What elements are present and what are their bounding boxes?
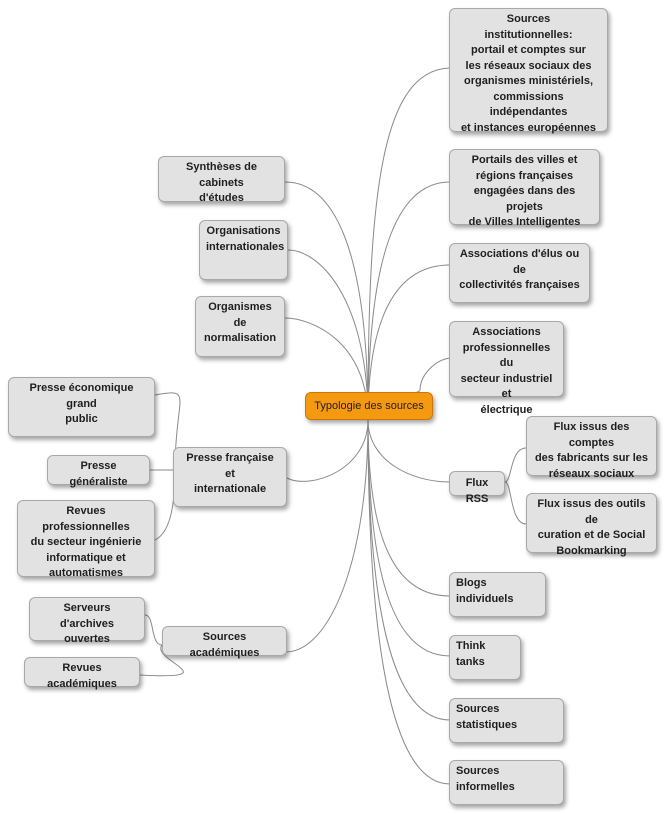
node-sources-academiques[interactable]: Sources académiques: [162, 626, 287, 659]
edge-presse-francaise: [286, 419, 369, 482]
edge-sources-institutionnelles: [367, 67, 451, 421]
node-presse-generaliste[interactable]: Presse généraliste: [47, 455, 150, 488]
node-sources-statistiques[interactable]: Sources statistiques: [449, 698, 564, 743]
node-flux-fabricants[interactable]: Flux issus des comptes des fabricants su…: [526, 416, 657, 480]
edge-revues-professionnelles: [154, 469, 176, 541]
node-associations-elus[interactable]: Associations d'élus ou de collectivités …: [449, 243, 590, 303]
edge-associations-elus: [367, 264, 451, 421]
node-serveurs-archives[interactable]: Serveurs d'archives ouvertes: [29, 597, 145, 645]
node-think-tanks[interactable]: Think tanks: [449, 635, 521, 680]
node-organisations-internationales[interactable]: Organisations internationales: [199, 220, 288, 280]
node-sources-institutionnelles[interactable]: Sources institutionnelles: portail et co…: [449, 8, 608, 134]
edge-portails-villes: [367, 181, 451, 421]
node-presse-francaise[interactable]: Presse française et internationale: [173, 447, 287, 507]
edge-organisations-internationales: [287, 249, 369, 421]
edge-blogs: [367, 419, 451, 597]
edge-serveurs-archives: [144, 614, 163, 646]
node-blogs-individuels[interactable]: Blogs individuels: [449, 572, 546, 617]
node-associations-professionnelles[interactable]: Associations professionnelles du secteur…: [449, 321, 564, 416]
node-revues-academiques[interactable]: Revues académiques: [24, 657, 140, 690]
edge-flux-rss: [367, 419, 451, 483]
edge-sources-statistiques: [367, 419, 451, 721]
node-sources-informelles[interactable]: Sources informelles: [449, 760, 564, 805]
edge-revues-academiques: [139, 644, 184, 677]
node-syntheses-cabinets[interactable]: Synthèses de cabinets d'études: [158, 156, 285, 204]
edge-sources-informelles: [367, 419, 451, 785]
edge-flux-curation: [504, 481, 527, 525]
node-flux-curation[interactable]: Flux issus des outils de curation et de …: [526, 493, 657, 557]
edge-flux-fabricants: [504, 447, 527, 483]
node-organismes-normalisation[interactable]: Organismes de normalisation: [195, 296, 285, 357]
node-flux-rss[interactable]: Flux RSS: [449, 471, 505, 505]
node-portails-villes[interactable]: Portails des villes et régions française…: [449, 149, 600, 228]
edge-think-tanks: [367, 419, 451, 657]
node-revues-professionnelles[interactable]: Revues professionnelles du secteur ingén…: [17, 500, 155, 579]
edge-sources-academiques: [286, 419, 369, 653]
central-topic-node[interactable]: Typologie des sources: [305, 392, 433, 420]
edge-syntheses-cabinets: [284, 181, 369, 421]
node-presse-economique[interactable]: Presse économique grand public: [8, 377, 155, 437]
